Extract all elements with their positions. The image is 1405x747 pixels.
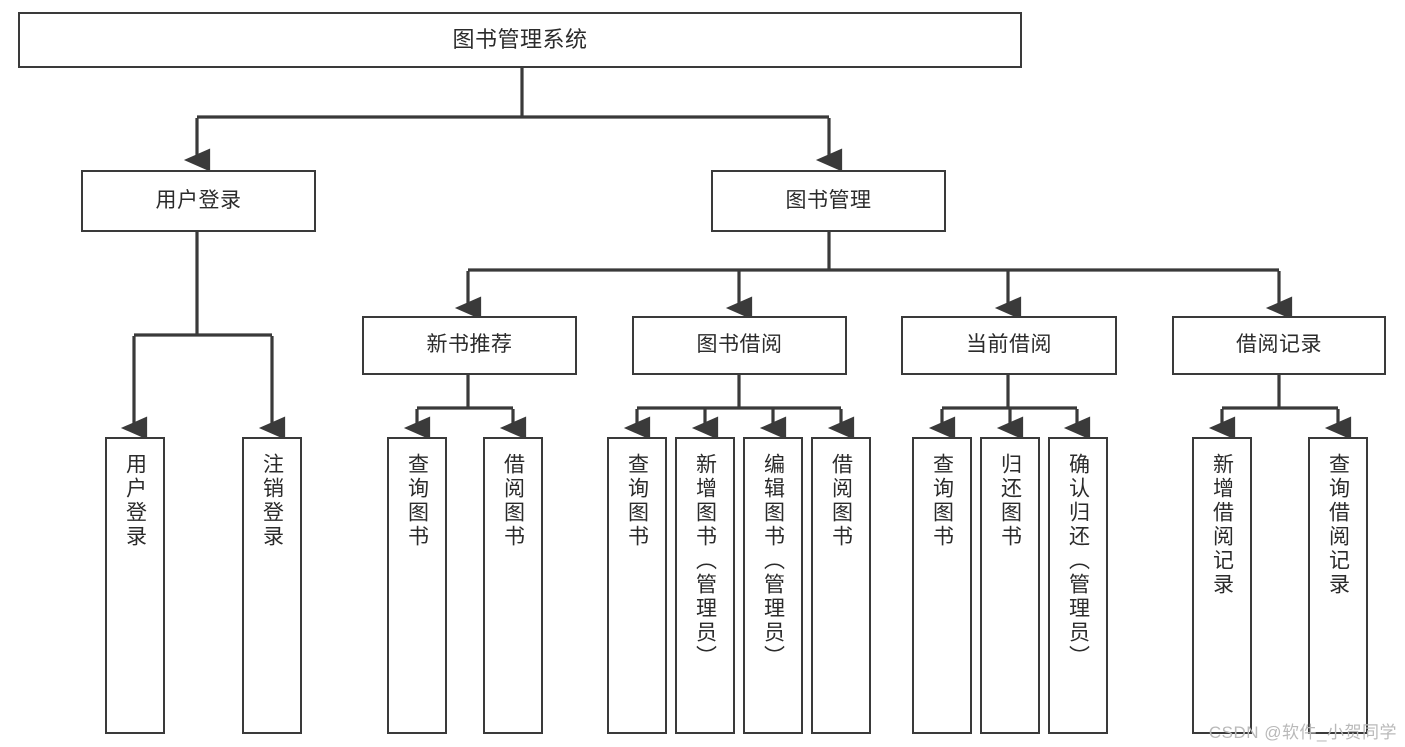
node-user-login-label: 用户登录 [155, 188, 242, 212]
node-root-label: 图书管理系统 [452, 27, 588, 53]
node-leaf-logout-label: 注销登录 [260, 453, 284, 549]
node-leaf-confirm-return-admin-label: 确认归还（管理员） [1066, 453, 1090, 669]
node-leaf-query-book-c-label: 查询图书 [930, 453, 954, 549]
node-leaf-return-book[interactable]: 归还图书 [980, 437, 1040, 734]
node-leaf-query-book-a[interactable]: 查询图书 [387, 437, 447, 734]
node-book-management-label: 图书管理 [785, 188, 872, 212]
node-current-borrow-label: 当前借阅 [966, 333, 1052, 357]
node-leaf-query-borrow-record[interactable]: 查询借阅记录 [1308, 437, 1368, 734]
node-leaf-confirm-return-admin[interactable]: 确认归还（管理员） [1048, 437, 1108, 734]
node-book-borrow-label: 图书借阅 [696, 333, 783, 357]
node-root[interactable]: 图书管理系统 [18, 12, 1022, 68]
node-leaf-edit-book-admin-label: 编辑图书（管理员） [761, 453, 785, 669]
node-user-login[interactable]: 用户登录 [81, 170, 316, 232]
node-leaf-query-book-a-label: 查询图书 [405, 453, 429, 549]
node-leaf-user-login-label: 用户登录 [123, 453, 147, 549]
node-leaf-borrow-book-a[interactable]: 借阅图书 [483, 437, 543, 734]
node-leaf-query-borrow-record-label: 查询借阅记录 [1326, 453, 1350, 597]
node-book-management[interactable]: 图书管理 [711, 170, 946, 232]
node-leaf-query-book-b-label: 查询图书 [625, 453, 649, 549]
node-leaf-user-login[interactable]: 用户登录 [105, 437, 165, 734]
node-leaf-borrow-book-b[interactable]: 借阅图书 [811, 437, 871, 734]
node-leaf-add-borrow-record-label: 新增借阅记录 [1210, 453, 1234, 597]
node-leaf-logout[interactable]: 注销登录 [242, 437, 302, 734]
node-leaf-borrow-book-a-label: 借阅图书 [501, 453, 525, 549]
node-new-book-recommend[interactable]: 新书推荐 [362, 316, 577, 375]
node-borrow-record[interactable]: 借阅记录 [1172, 316, 1386, 375]
node-leaf-borrow-book-b-label: 借阅图书 [829, 453, 853, 549]
node-leaf-edit-book-admin[interactable]: 编辑图书（管理员） [743, 437, 803, 734]
node-leaf-query-book-b[interactable]: 查询图书 [607, 437, 667, 734]
node-new-book-recommend-label: 新书推荐 [426, 333, 513, 357]
node-leaf-query-book-c[interactable]: 查询图书 [912, 437, 972, 734]
node-leaf-add-borrow-record[interactable]: 新增借阅记录 [1192, 437, 1252, 734]
node-leaf-add-book-admin-label: 新增图书（管理员） [693, 453, 717, 669]
node-current-borrow[interactable]: 当前借阅 [901, 316, 1117, 375]
node-book-borrow[interactable]: 图书借阅 [632, 316, 847, 375]
node-borrow-record-label: 借阅记录 [1236, 333, 1322, 357]
node-leaf-return-book-label: 归还图书 [998, 453, 1022, 549]
node-leaf-add-book-admin[interactable]: 新增图书（管理员） [675, 437, 735, 734]
